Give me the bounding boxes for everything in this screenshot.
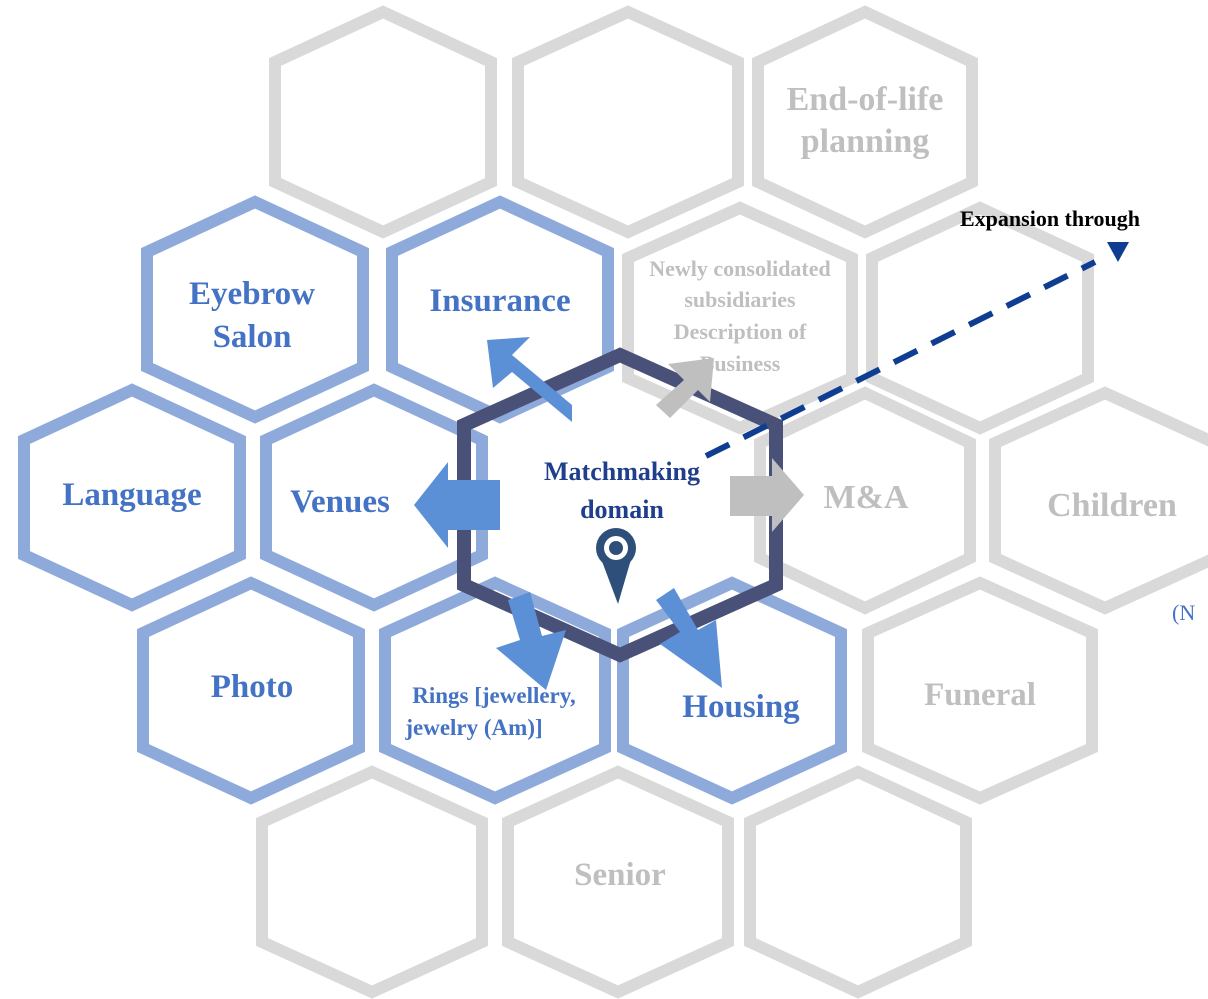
senior-label: Senior <box>574 857 666 893</box>
expansion-label: Expansion through <box>960 206 1140 231</box>
hex-eyebrow-salon <box>141 195 369 424</box>
hex-rings <box>379 576 611 805</box>
hex-funeral <box>862 576 1098 805</box>
new-subsidiaries-label-4: Business <box>700 351 781 376</box>
hex-language <box>18 383 246 612</box>
hex-children <box>989 386 1208 615</box>
hex-top-2 <box>512 5 744 239</box>
end-of-life-label-1: End-of-life <box>787 81 944 118</box>
new-subsidiaries-label-3: Description of <box>674 319 807 344</box>
hex-bottom-3 <box>744 765 972 999</box>
children-label: Children <box>1047 487 1177 524</box>
ma-label: M&A <box>824 479 909 516</box>
housing-label: Housing <box>682 689 800 725</box>
eyebrow-label-1: Eyebrow <box>189 276 315 312</box>
hex-top-1 <box>269 5 497 239</box>
funeral-label: Funeral <box>924 677 1036 713</box>
hex-matchmaking-center <box>457 347 783 663</box>
rings-label-2: jewelry (Am)] <box>404 715 542 740</box>
center-label-1: Matchmaking <box>544 457 700 486</box>
arrow-to-ma <box>730 458 804 532</box>
venues-label: Venues <box>290 484 390 520</box>
center-label-2: domain <box>580 495 664 524</box>
eyebrow-label-2: Salon <box>213 319 292 355</box>
rings-label-1: Rings [jewellery, <box>412 683 576 708</box>
expansion-arrowhead <box>1107 242 1129 262</box>
end-of-life-label-2: planning <box>801 123 930 160</box>
hex-housing <box>617 576 847 805</box>
arrow-to-housing <box>656 588 722 688</box>
hex-photo <box>137 576 365 805</box>
hex-end-of-life <box>752 5 978 239</box>
language-label: Language <box>62 477 201 513</box>
footnote-partial: (N <box>1172 600 1195 625</box>
insurance-label: Insurance <box>429 283 570 319</box>
arrow-to-insurance <box>487 337 572 422</box>
hex-bottom-1 <box>256 765 488 999</box>
expansion-dashed-line <box>704 259 1097 459</box>
hex-senior <box>502 765 734 999</box>
new-subsidiaries-label-1: Newly consolidated <box>649 256 831 281</box>
arrow-to-venues <box>414 462 500 548</box>
hex-venues <box>260 383 488 612</box>
photo-label: Photo <box>211 669 294 705</box>
map-pin-icon <box>596 528 636 604</box>
hex-new-subsidiaries <box>622 201 858 435</box>
arrow-to-new-subsidiaries <box>656 358 714 418</box>
new-subsidiaries-label-2: subsidiaries <box>684 287 796 312</box>
hex-ma <box>754 386 976 615</box>
hex-right-empty <box>866 201 1094 435</box>
arrow-to-rings <box>496 592 566 690</box>
